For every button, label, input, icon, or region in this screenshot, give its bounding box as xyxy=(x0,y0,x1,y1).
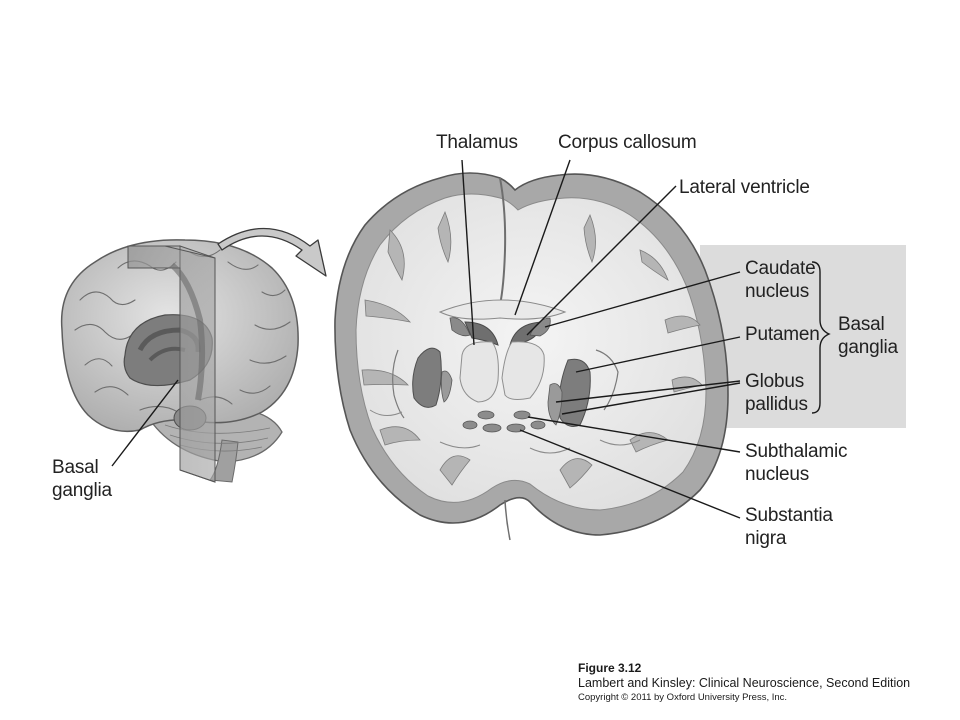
label-basal-left-line2: ganglia xyxy=(52,480,113,501)
label-subthalamic-nucleus: Subthalamic nucleus xyxy=(745,441,852,485)
whole-brain-illustration xyxy=(60,239,299,483)
label-basal-left-line1: Basal xyxy=(52,457,99,478)
label-globus-line1: Globus xyxy=(745,371,804,392)
label-caudate-line2: nucleus xyxy=(745,281,809,302)
basal-ganglia-highlight-box xyxy=(700,245,906,428)
label-subthalamic-line1: Subthalamic xyxy=(745,441,847,462)
thalamus-shape xyxy=(459,341,499,403)
basal-ganglia-brace xyxy=(811,261,831,414)
label-substantia-line2: nigra xyxy=(745,528,787,549)
label-substantia-line1: Substantia xyxy=(745,505,833,526)
label-basal-ganglia-left: Basal ganglia xyxy=(52,457,113,501)
section-arrow xyxy=(217,227,327,277)
figure-caption: Figure 3.12 Lambert and Kinsley: Clinica… xyxy=(578,661,910,704)
coronal-brain-section xyxy=(334,172,729,541)
label-caudate-nucleus: Caudate nucleus xyxy=(745,258,821,302)
subthalamic-nucleus-shape xyxy=(513,410,531,420)
leader-lateral-ventricle xyxy=(526,185,677,336)
leader-lines xyxy=(111,159,741,519)
leader-globus-pallidus-b xyxy=(561,382,741,415)
label-globus-line2: pallidus xyxy=(745,394,808,415)
label-caudate-line1: Caudate xyxy=(745,258,815,279)
label-subthalamic-line2: nucleus xyxy=(745,464,809,485)
leader-basal-ganglia-left xyxy=(111,379,179,467)
label-lateral-ventricle: Lateral ventricle xyxy=(679,177,810,198)
label-putamen: Putamen xyxy=(745,324,820,345)
figure-number: Figure 3.12 xyxy=(578,661,642,675)
figure-source: Lambert and Kinsley: Clinical Neuroscien… xyxy=(578,676,911,690)
globus-pallidus-shape xyxy=(547,383,563,426)
leader-caudate-nucleus xyxy=(544,271,741,328)
leader-thalamus xyxy=(461,159,475,346)
label-globus-pallidus: Globus pallidus xyxy=(745,371,809,415)
label-substantia-nigra: Substantia nigra xyxy=(745,505,838,549)
label-thalamus: Thalamus xyxy=(436,132,518,153)
leader-substantia-nigra xyxy=(519,429,741,519)
label-basal-ganglia-group: Basal ganglia xyxy=(838,314,899,358)
leader-globus-pallidus-a xyxy=(555,380,741,403)
label-basal-group-line2: ganglia xyxy=(838,337,899,358)
label-corpus-callosum: Corpus callosum xyxy=(558,132,697,153)
leader-corpus-callosum xyxy=(514,159,571,316)
label-basal-group-line1: Basal xyxy=(838,314,885,335)
leader-putamen xyxy=(575,336,741,373)
leader-subthalamic-nucleus xyxy=(527,416,741,453)
figure-copyright: Copyright © 2011 by Oxford University Pr… xyxy=(578,691,788,703)
